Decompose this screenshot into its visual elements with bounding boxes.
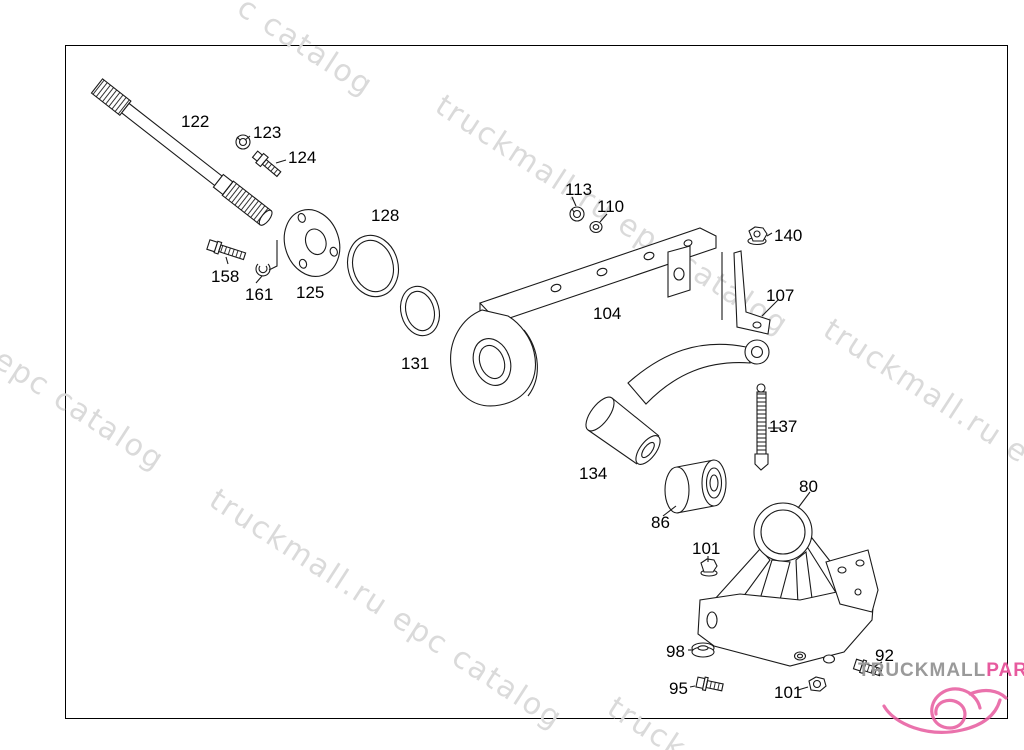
part-label-110: 110: [597, 197, 625, 216]
splined-shaft-122: [90, 78, 273, 226]
gasket-ring-128: [347, 234, 399, 298]
part-label-92: 92: [875, 646, 894, 665]
nut-140: [747, 226, 768, 246]
nut-101-lower: [808, 676, 827, 692]
part-label-158: 158: [211, 267, 240, 286]
spring-washer-161: [255, 263, 271, 277]
part-label-104: 104: [593, 304, 622, 323]
bolt-158: [206, 239, 247, 261]
part-label-161: 161: [245, 285, 274, 304]
part-label-101-upper: 101: [692, 539, 721, 558]
truckmall-logo-swirl-icon: [882, 687, 1008, 734]
part-label-125: 125: [296, 283, 325, 302]
part-label-140: 140: [774, 226, 803, 245]
leader-lines: [225, 135, 883, 691]
bolt-92: [852, 658, 883, 677]
seal-ring-131: [399, 285, 441, 337]
support-bracket-104: [450, 227, 717, 407]
washer-110: [589, 220, 603, 234]
truckmall-logo-text-gray: TRUCKMALL: [858, 660, 987, 681]
part-label-123: 123: [253, 123, 282, 142]
washer-98: [691, 642, 715, 658]
part-label-95: 95: [669, 679, 688, 698]
nut-101-upper: [700, 558, 718, 577]
part-label-131: 131: [401, 354, 430, 373]
part-label-98: 98: [666, 642, 685, 661]
part-label-134: 134: [579, 464, 608, 483]
bushing-86: [664, 459, 727, 514]
part-label-137: 137: [769, 417, 798, 436]
part-label-113: 113: [565, 180, 593, 199]
bolt-124: [251, 150, 282, 178]
part-label-124: 124: [288, 148, 317, 167]
part-label-128: 128: [371, 206, 400, 225]
axle-bracket-80: [697, 502, 879, 667]
leader-line: [268, 240, 278, 271]
part-label-122: 122: [181, 112, 210, 131]
part-label-80: 80: [799, 477, 818, 496]
truckmall-logo: TRUCKMALLPARTS: [858, 660, 1024, 682]
bracket-107: [721, 250, 771, 335]
truckmall-logo-text-pink: PARTS: [986, 660, 1024, 681]
nut-113: [569, 206, 585, 222]
flange-plate-125: [283, 209, 341, 277]
part-label-101-lower: 101: [774, 683, 803, 702]
diagram-border: [65, 45, 1008, 719]
torque-arm-134: [585, 339, 770, 465]
part-label-86: 86: [651, 513, 670, 532]
part-label-107: 107: [766, 286, 795, 305]
screw-137: [754, 383, 769, 471]
bolt-95: [695, 676, 724, 692]
